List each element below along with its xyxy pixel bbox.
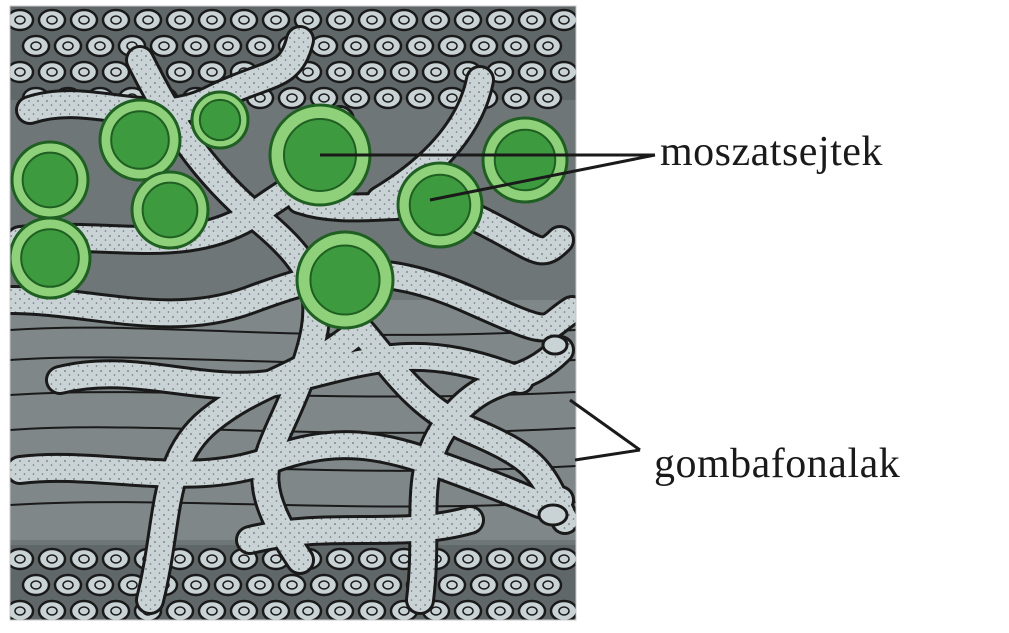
cortex-cell: [167, 601, 193, 621]
cortex-cell: [487, 601, 513, 621]
cortex-cell: [183, 575, 209, 595]
cortex-cell: [359, 601, 385, 621]
cortex-cell: [7, 601, 33, 621]
cortex-cell: [407, 36, 433, 56]
cortex-cell: [39, 601, 65, 621]
cortex-cell: [39, 62, 65, 82]
cortex-cell: [423, 62, 449, 82]
cortex-cell: [151, 36, 177, 56]
cortex-cell: [455, 549, 481, 569]
cortex-cell: [71, 549, 97, 569]
cortex-cell: [103, 10, 129, 30]
cortex-cell: [391, 10, 417, 30]
cortex-cell: [183, 36, 209, 56]
cortex-cell: [519, 62, 545, 82]
cortex-cell: [343, 88, 369, 108]
fungal-hyphae-label: gombafonalak: [654, 440, 900, 488]
cortex-cell: [439, 36, 465, 56]
cortex-cell: [551, 10, 577, 30]
cortex-cell: [55, 575, 81, 595]
cortex-cell: [279, 88, 305, 108]
cortex-cell: [231, 10, 257, 30]
cortex-cell: [231, 601, 257, 621]
cortex-cell: [471, 36, 497, 56]
cortex-cell: [327, 601, 353, 621]
cortex-cell: [519, 10, 545, 30]
cortex-cell: [103, 601, 129, 621]
cortex-cell: [87, 36, 113, 56]
cortex-cell: [247, 36, 273, 56]
cortex-cell: [199, 601, 225, 621]
cortex-cell: [263, 601, 289, 621]
cortex-cell: [327, 10, 353, 30]
cortex-cell: [503, 36, 529, 56]
cortex-cell: [487, 549, 513, 569]
cortex-cell: [7, 10, 33, 30]
cortex-cell: [391, 62, 417, 82]
cortex-cell: [503, 88, 529, 108]
cortex-cell: [7, 62, 33, 82]
cortex-cell: [375, 575, 401, 595]
cortex-cell: [71, 62, 97, 82]
cortex-cell: [471, 575, 497, 595]
cortex-cell: [199, 10, 225, 30]
cortex-cell: [503, 575, 529, 595]
cortex-cell: [103, 549, 129, 569]
cortex-cell: [343, 575, 369, 595]
cortex-cell: [535, 36, 561, 56]
cortex-cell: [359, 62, 385, 82]
cortex-cell: [263, 10, 289, 30]
cortex-cell: [103, 62, 129, 82]
cortex-cell: [439, 575, 465, 595]
cortex-cell: [375, 88, 401, 108]
cortex-cell: [551, 549, 577, 569]
cortex-cell: [247, 575, 273, 595]
cortex-cell: [39, 10, 65, 30]
cortex-cell: [359, 10, 385, 30]
cortex-cell: [455, 10, 481, 30]
cortex-cell: [215, 36, 241, 56]
cortex-cell: [359, 549, 385, 569]
cortex-cell: [311, 575, 337, 595]
cortex-cell: [455, 601, 481, 621]
cortex-cell: [55, 36, 81, 56]
cortex-cell: [199, 549, 225, 569]
cortex-cell: [23, 575, 49, 595]
cortex-cell: [551, 601, 577, 621]
cortex-cell: [519, 549, 545, 569]
cortex-cell: [343, 36, 369, 56]
cortex-cell: [87, 575, 113, 595]
cortex-cell: [215, 575, 241, 595]
cortex-cell: [423, 10, 449, 30]
algal-cells-label: moszatsejtek: [660, 128, 883, 176]
cortex-cell: [407, 88, 433, 108]
cortex-cell: [295, 601, 321, 621]
cortex-cell: [551, 62, 577, 82]
cortex-cell: [71, 10, 97, 30]
cortex-cell: [167, 10, 193, 30]
cortex-cell: [23, 36, 49, 56]
cortex-cell: [327, 549, 353, 569]
cortex-cell: [535, 88, 561, 108]
cortex-cell: [71, 601, 97, 621]
cortex-cell: [135, 10, 161, 30]
cortex-cell: [535, 575, 561, 595]
cortex-cell: [39, 549, 65, 569]
cortex-cell: [7, 549, 33, 569]
cortex-cell: [327, 62, 353, 82]
cortex-cell: [519, 601, 545, 621]
cortex-cell: [487, 10, 513, 30]
cortex-cell: [279, 575, 305, 595]
cortex-cell: [167, 62, 193, 82]
fungi-pointer-lines: [570, 400, 640, 460]
cortex-cell: [375, 36, 401, 56]
